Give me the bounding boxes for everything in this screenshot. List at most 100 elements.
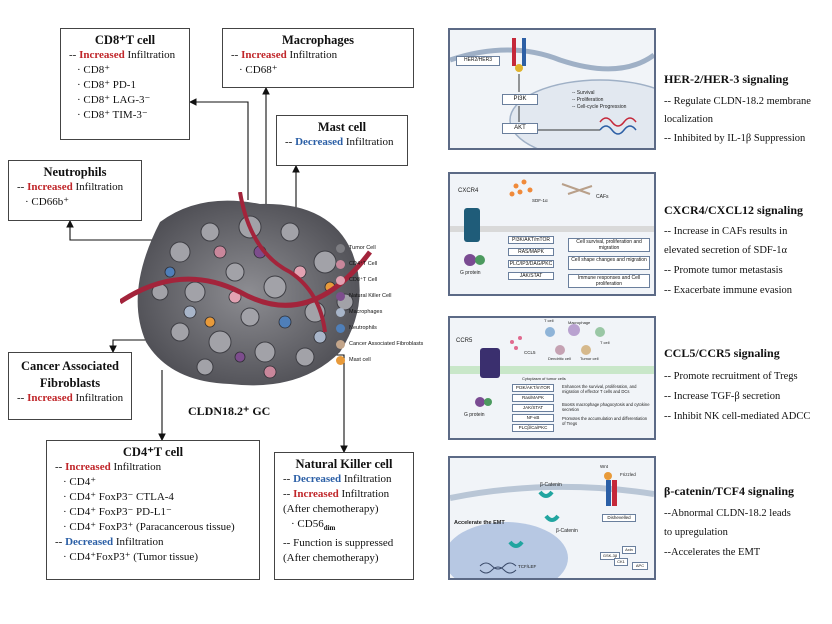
- cxcr-cafs-label: CAFs: [596, 194, 609, 200]
- signaling-line: -- Regulate CLDN-18.2 membrane: [664, 96, 811, 107]
- cd8-item: · CD8⁺ LAG-3⁻: [77, 94, 151, 106]
- bcat-frizzled-label: Frizzled: [620, 472, 636, 477]
- nk-infiltration-2: Infiltration: [341, 488, 390, 500]
- signaling-line: -- Exacerbate immune evasion: [664, 285, 792, 296]
- ccl-cell-label: T cell: [544, 318, 554, 323]
- signaling-title: CCL5/CCR5 signaling: [664, 346, 780, 360]
- legend-swatch-icon: [336, 339, 345, 349]
- signaling-line: --Accelerates the EMT: [664, 547, 761, 558]
- bcat-dishevelled-label: Dishevelled: [602, 514, 636, 522]
- legend-label: Tumor Cell: [349, 245, 376, 251]
- ccl-effect: Boosts macrophage phagocytosis and cytok…: [562, 402, 650, 412]
- legend-swatch-icon: [336, 323, 345, 333]
- legend-item: Mast cell: [336, 352, 440, 368]
- cd8-title: CD8⁺T cell: [94, 33, 156, 47]
- ccl-cell-label: Dendritic cell: [548, 356, 571, 361]
- legend-item: Natural Killer Cell: [336, 288, 440, 304]
- bcat-apc-label: APC: [632, 562, 648, 570]
- ccl-path: JAK/STAT: [512, 404, 554, 412]
- cd8-item: · CD8⁺ PD-1: [77, 79, 136, 91]
- ccl-effect: Promotes the accumulation and differenti…: [562, 416, 648, 426]
- neutrophils-title: Neutrophils: [43, 165, 107, 179]
- caf-title-line2: Fibroblasts: [39, 376, 101, 390]
- nk-after-chemo-1: (After chemotherapy): [283, 503, 379, 515]
- ccl-path: PI3K/AKT/mTOR: [512, 384, 554, 392]
- bcat-label-2: β-Catenin: [556, 528, 578, 534]
- arrow-to-neutrophils: [66, 219, 155, 241]
- arrow-to-cd8: [188, 98, 249, 200]
- tumor-mass: [137, 200, 360, 386]
- macrophages-infiltration: Infiltration: [289, 49, 338, 61]
- mast-title: Mast cell: [317, 120, 367, 134]
- cd4-decreased: Decreased: [65, 536, 114, 548]
- her-receptor-label: HER2/HER3: [456, 56, 500, 66]
- signaling-title: HER-2/HER-3 signaling: [664, 72, 789, 86]
- cd8-item: · CD8⁺: [77, 64, 110, 76]
- legend-item: CD8⁺T Cell: [336, 272, 440, 288]
- nk-increased: Increased: [293, 488, 339, 500]
- cxcr-receptor-label: CXCR4: [458, 188, 479, 194]
- legend-label: CD8⁺T Cell: [349, 277, 378, 283]
- legend-item: CD4⁺T Cell: [336, 256, 440, 272]
- mast-decreased: Decreased: [295, 136, 344, 148]
- caf-increased: Increased: [27, 392, 73, 404]
- signaling-line: -- Inhibit NK cell-mediated ADCC: [664, 411, 811, 422]
- signaling-line: -- Increase in CAFs results in: [664, 226, 788, 237]
- legend-item: Macrophages: [336, 304, 440, 320]
- panel-ccl5-ccr5: CCR5 CCL5 T cell Macrophage T cell Dendr…: [448, 316, 656, 440]
- cxcr-path: PLC/IP3/DAG/PKC: [508, 260, 554, 268]
- her-effect: -- Proliferation: [572, 97, 604, 103]
- her-effect: -- Survival: [572, 90, 595, 96]
- cd4-decreased-item: · CD4⁺FoxP3⁺ (Tumor tissue): [63, 551, 198, 563]
- signaling-title: β-catenin/TCF4 signaling: [664, 484, 795, 498]
- legend-swatch-icon: [336, 243, 345, 253]
- mast-infiltration: Infiltration: [345, 136, 394, 148]
- cd4-infiltration-2: Infiltration: [115, 536, 164, 548]
- cxcr-path: RAS/MAPK: [508, 248, 554, 256]
- signaling-line: localization: [664, 114, 713, 125]
- cd8-tcell-box: CD8⁺T cell -- Increased Infiltration · C…: [60, 28, 190, 140]
- bcat-gsk-label: GSK-3β: [600, 552, 620, 560]
- ccl-cell-label: T cell: [600, 340, 610, 345]
- legend-label: CD4⁺T Cell: [349, 261, 378, 267]
- bcat-ck-label: CK1: [614, 558, 628, 566]
- legend-swatch-icon: [336, 275, 345, 285]
- legend-label: Mast cell: [349, 357, 371, 363]
- panel-her2-her3: HER2/HER3 PI3K AKT -- Survival -- Prolif…: [448, 28, 656, 150]
- cd4-infiltration: Infiltration: [113, 461, 162, 473]
- macrophages-increased: Increased: [241, 49, 287, 61]
- cxcr-path: PI3K/AKT/mTOR: [508, 236, 554, 244]
- her-pi3k-label: PI3K: [502, 94, 538, 105]
- neutrophils-increased: Increased: [27, 181, 73, 193]
- caf-box: Cancer Associated Fibroblasts -- Increas…: [8, 352, 132, 420]
- panel-cxcr4-cxcl12: CXCR4 SDF-1α CAFs G protein PI3K/AKT/mTO…: [448, 172, 656, 296]
- panel-bcatenin-tcf4: β-Catenin β-Catenin Wnt Frizzled Disheve…: [448, 456, 656, 580]
- bcat-tcf-label: TCF/LEF: [518, 564, 537, 569]
- cd4-item: · CD4⁺ FoxP3⁻ CTLA-4: [63, 491, 174, 503]
- cd8-infiltration: Infiltration: [127, 49, 176, 61]
- ccl-gprotein-label: G protein: [464, 412, 485, 418]
- legend-swatch-icon: [336, 259, 345, 269]
- legend-label: Neutrophils: [349, 325, 377, 331]
- macrophages-item: · CD68⁺: [239, 64, 278, 76]
- cd4-title: CD4⁺T cell: [122, 445, 184, 459]
- neutrophils-box: Neutrophils -- Increased Infiltration · …: [8, 160, 142, 221]
- nk-suppressed: -- Function is suppressed: [283, 537, 394, 550]
- cd4-item: · CD4⁺ FoxP3⁻ PD-L1⁻: [63, 506, 172, 518]
- nk-cd56: · CD56: [291, 518, 324, 530]
- ccl-receptor-label: CCR5: [456, 338, 473, 344]
- ccl-cytoplasm-label: Cytoplasm of tumor cells: [522, 376, 566, 381]
- cd4-increased: Increased: [65, 461, 111, 473]
- cd8-item: · CD8⁺ TIM-3⁻: [77, 109, 148, 121]
- signaling-line: -- Promote tumor metastasis: [664, 265, 783, 276]
- legend-item: Cancer Associated Fibroblasts: [336, 336, 440, 352]
- ccl-path: Ras/MAPK: [512, 394, 554, 402]
- cxcr-ligand-label: SDF-1α: [532, 198, 548, 203]
- signaling-line: elevated secretion of SDF-1α: [664, 245, 788, 256]
- cxcr-effect: Cell survival, proliferation and migrati…: [568, 238, 650, 252]
- bcat-axin-label: Axin: [622, 546, 636, 554]
- caf-infiltration: Infiltration: [75, 392, 124, 404]
- cxcr-effect: Cell shape changes and migration: [568, 256, 650, 270]
- cd8-increased: Increased: [79, 49, 125, 61]
